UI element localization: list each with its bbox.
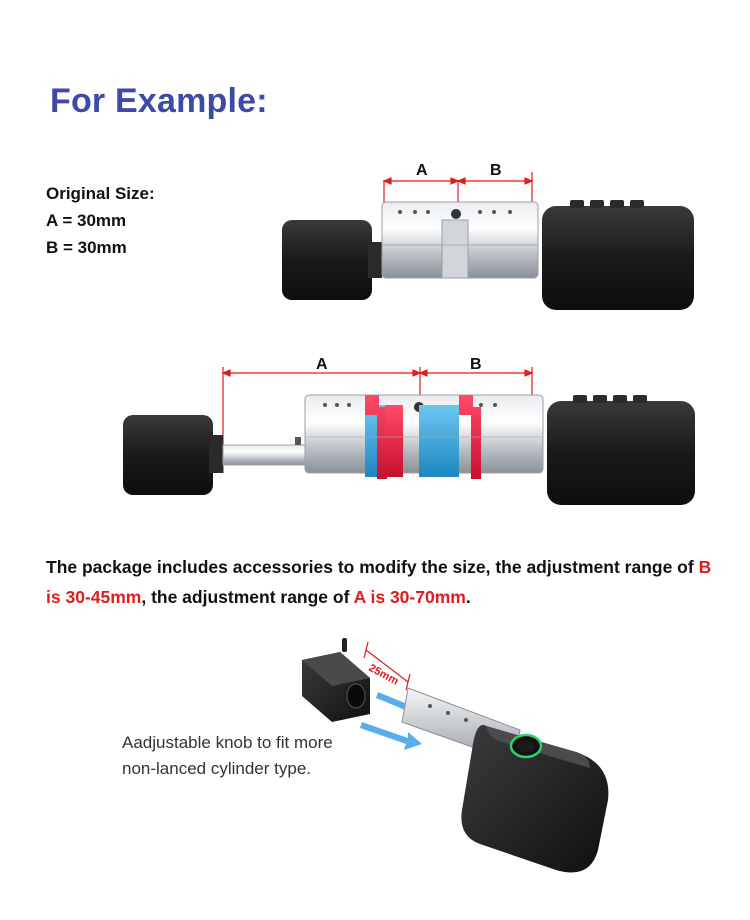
adjustable-knob-illustration: 25mm [302, 638, 609, 873]
smart-lock-unit [542, 206, 694, 310]
package-description: The package includes accessories to modi… [46, 557, 712, 607]
lock-diagram-extended: A B [123, 356, 695, 505]
extension-module-red-left [365, 395, 387, 479]
left-knob [123, 415, 213, 495]
detachable-knob [302, 638, 370, 722]
knob-caption: Aadjustable knob to fit more non-lanced … [122, 733, 333, 778]
extension-module-red-right [459, 395, 481, 479]
original-size-b: B = 30mm [46, 238, 127, 257]
dimension-label-a: A [416, 162, 428, 179]
a-range: A is 30-70mm [353, 587, 466, 607]
dimension-label-b: B [490, 162, 502, 179]
extension-shaft [222, 444, 309, 466]
original-size-title: Original Size: [46, 184, 155, 203]
original-size-a: A = 30mm [46, 211, 127, 230]
extension-module-blue-right [437, 405, 459, 477]
dimension-lines [221, 367, 534, 473]
dimension-label-b: B [470, 356, 482, 373]
measure-label: 25mm [367, 662, 401, 688]
dimension-label-a: A [316, 356, 328, 373]
smart-lock-unit [461, 725, 609, 873]
measure-indicator [363, 641, 411, 691]
smart-lock-unit [547, 401, 695, 505]
left-knob [282, 220, 372, 300]
original-size-block: Original Size: A = 30mm B = 30mm [46, 180, 155, 261]
page-heading: For Example: [50, 82, 268, 120]
lock-diagram-original: A B [282, 162, 694, 310]
b-range: B is 30-45mm [46, 557, 712, 607]
